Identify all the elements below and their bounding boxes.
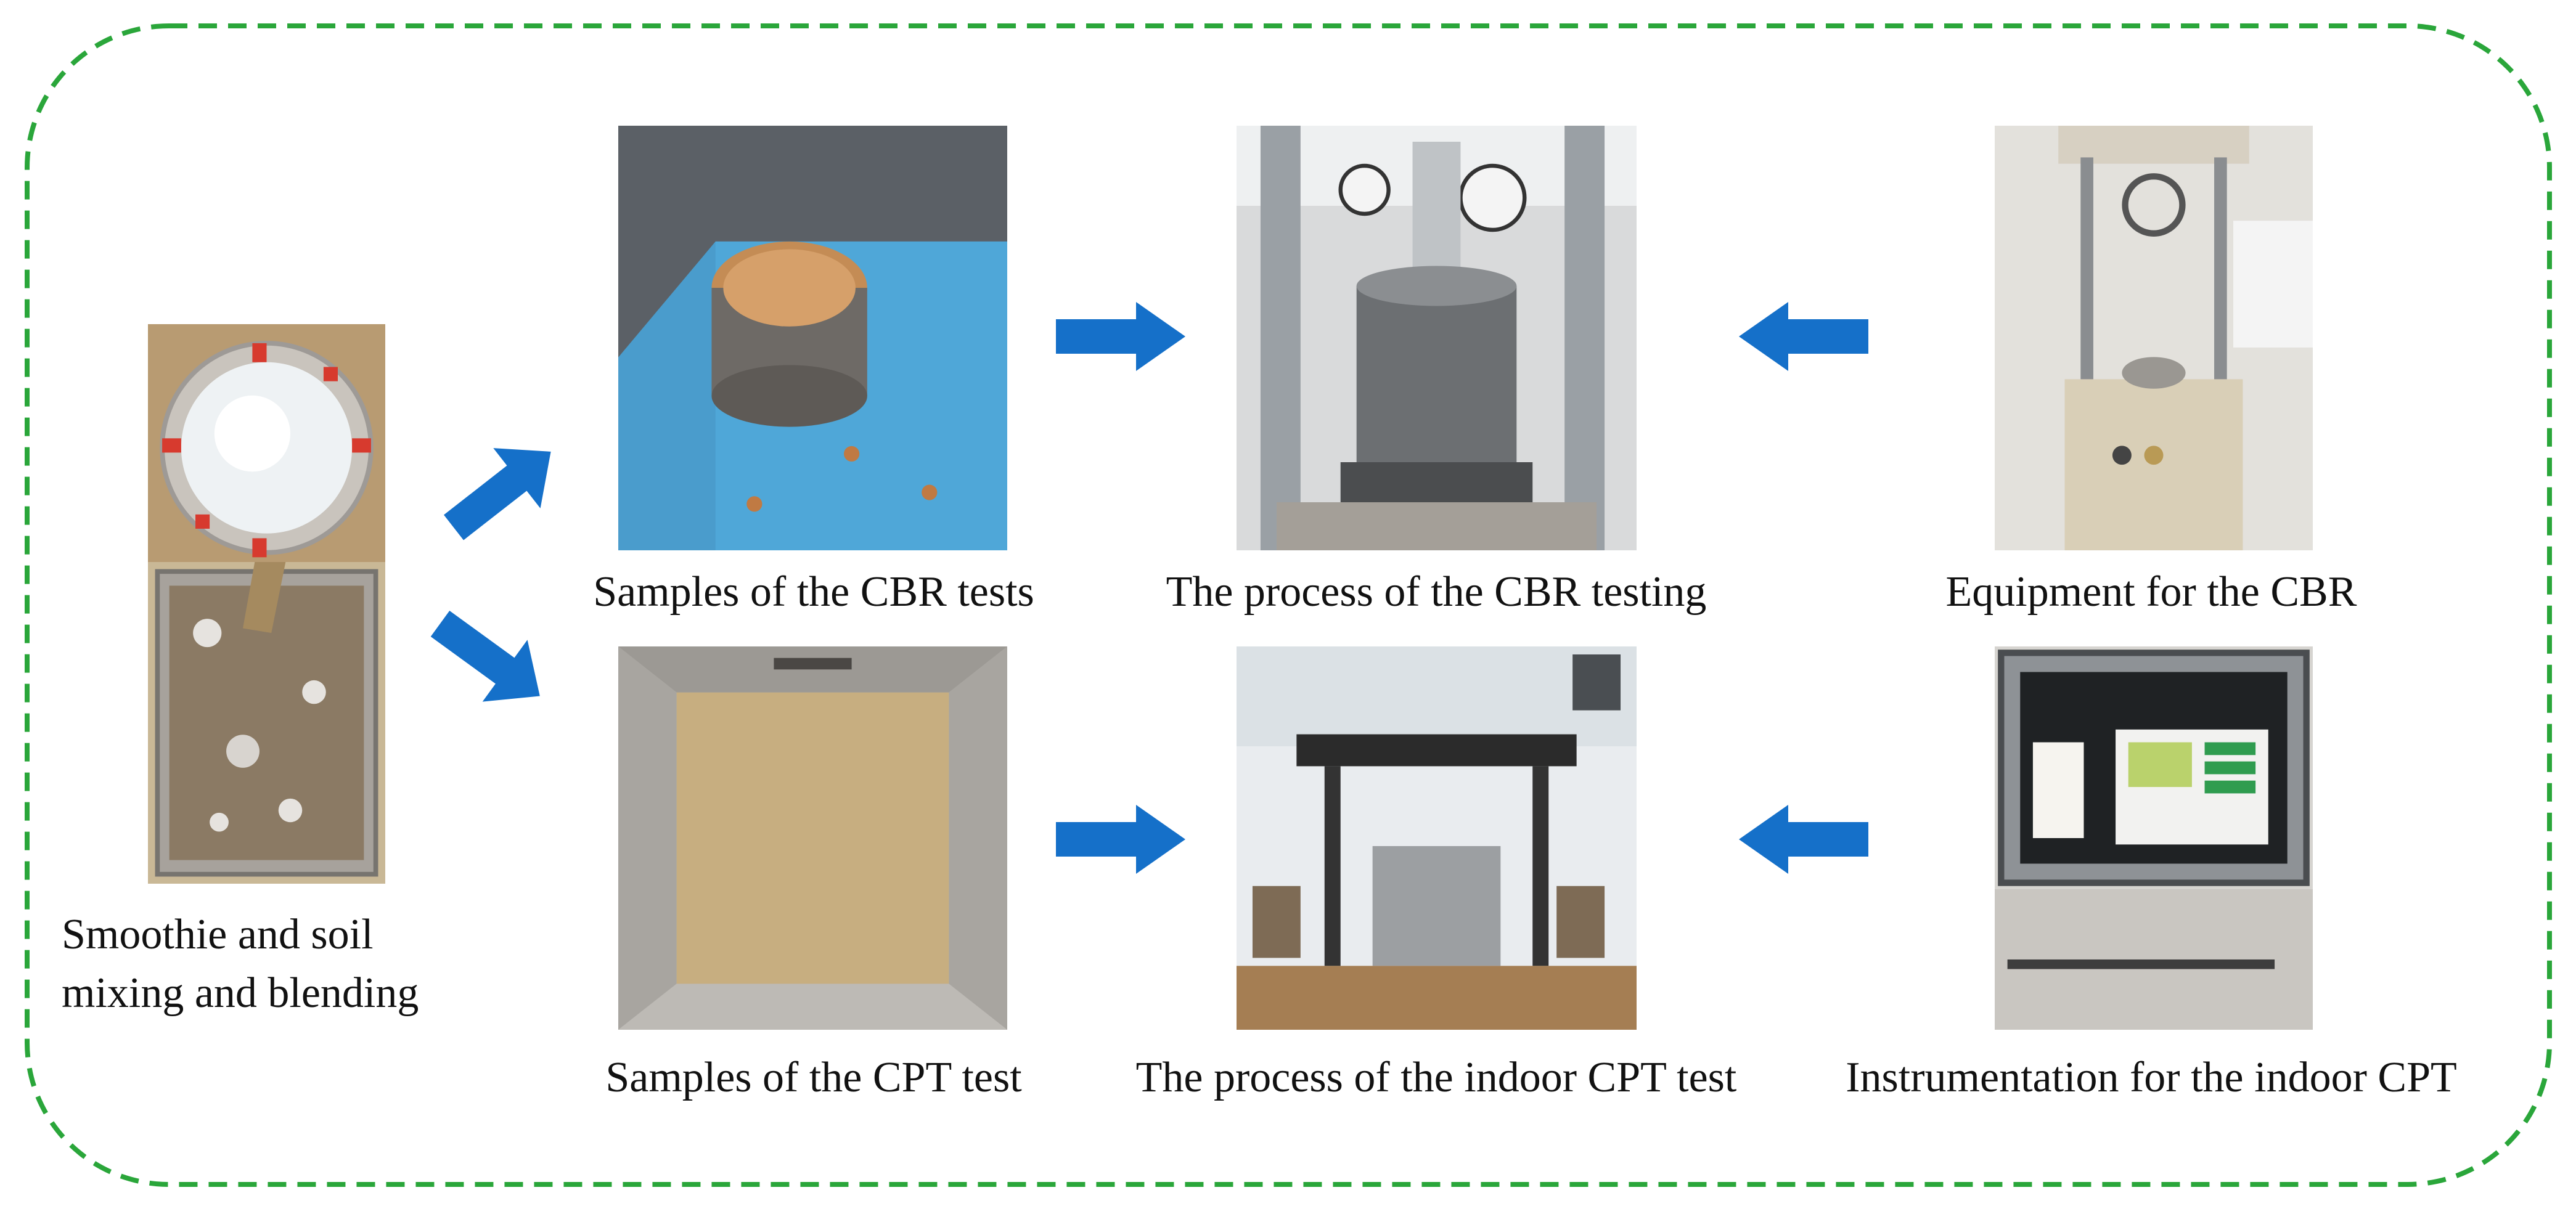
arrow-cpt-instrument-to-process xyxy=(1739,805,1868,874)
arrow-mixing-to-cpt-samples xyxy=(430,610,540,702)
mixing-top-photo xyxy=(148,324,385,562)
arrow-cbr-samples-to-process xyxy=(1056,302,1185,371)
arrow-cpt-samples-to-process xyxy=(1056,805,1185,874)
cbr-equipment-photo xyxy=(1995,126,2313,550)
dashed-frame xyxy=(25,23,2552,1187)
cbr-equipment-label: Equipment for the CBR xyxy=(1945,568,2357,616)
cbr-process-label: The process of the CBR testing xyxy=(1166,568,1707,616)
cpt-instrument-label: Instrumentation for the indoor CPT xyxy=(1846,1054,2457,1101)
cpt-samples-photo xyxy=(618,646,1007,1030)
cbr-samples-label: Samples of the CBR tests xyxy=(593,568,1034,616)
arrow-mixing-to-cbr-samples xyxy=(443,448,551,540)
cpt-samples-label: Samples of the CPT test xyxy=(605,1054,1022,1101)
arrow-cbr-equipment-to-process xyxy=(1739,302,1868,371)
cbr-samples-photo xyxy=(618,126,1007,550)
mixing-label-line-2: mixing and blending xyxy=(62,969,419,1017)
mixing-label-line-1: Smoothie and soil xyxy=(62,911,374,958)
cpt-process-photo xyxy=(1237,646,1637,1030)
cbr-process-photo xyxy=(1237,126,1637,550)
cpt-instrument-photo xyxy=(1995,646,2313,1030)
mixing-bottom-photo xyxy=(148,562,385,884)
cpt-process-label: The process of the indoor CPT test xyxy=(1135,1054,1737,1101)
